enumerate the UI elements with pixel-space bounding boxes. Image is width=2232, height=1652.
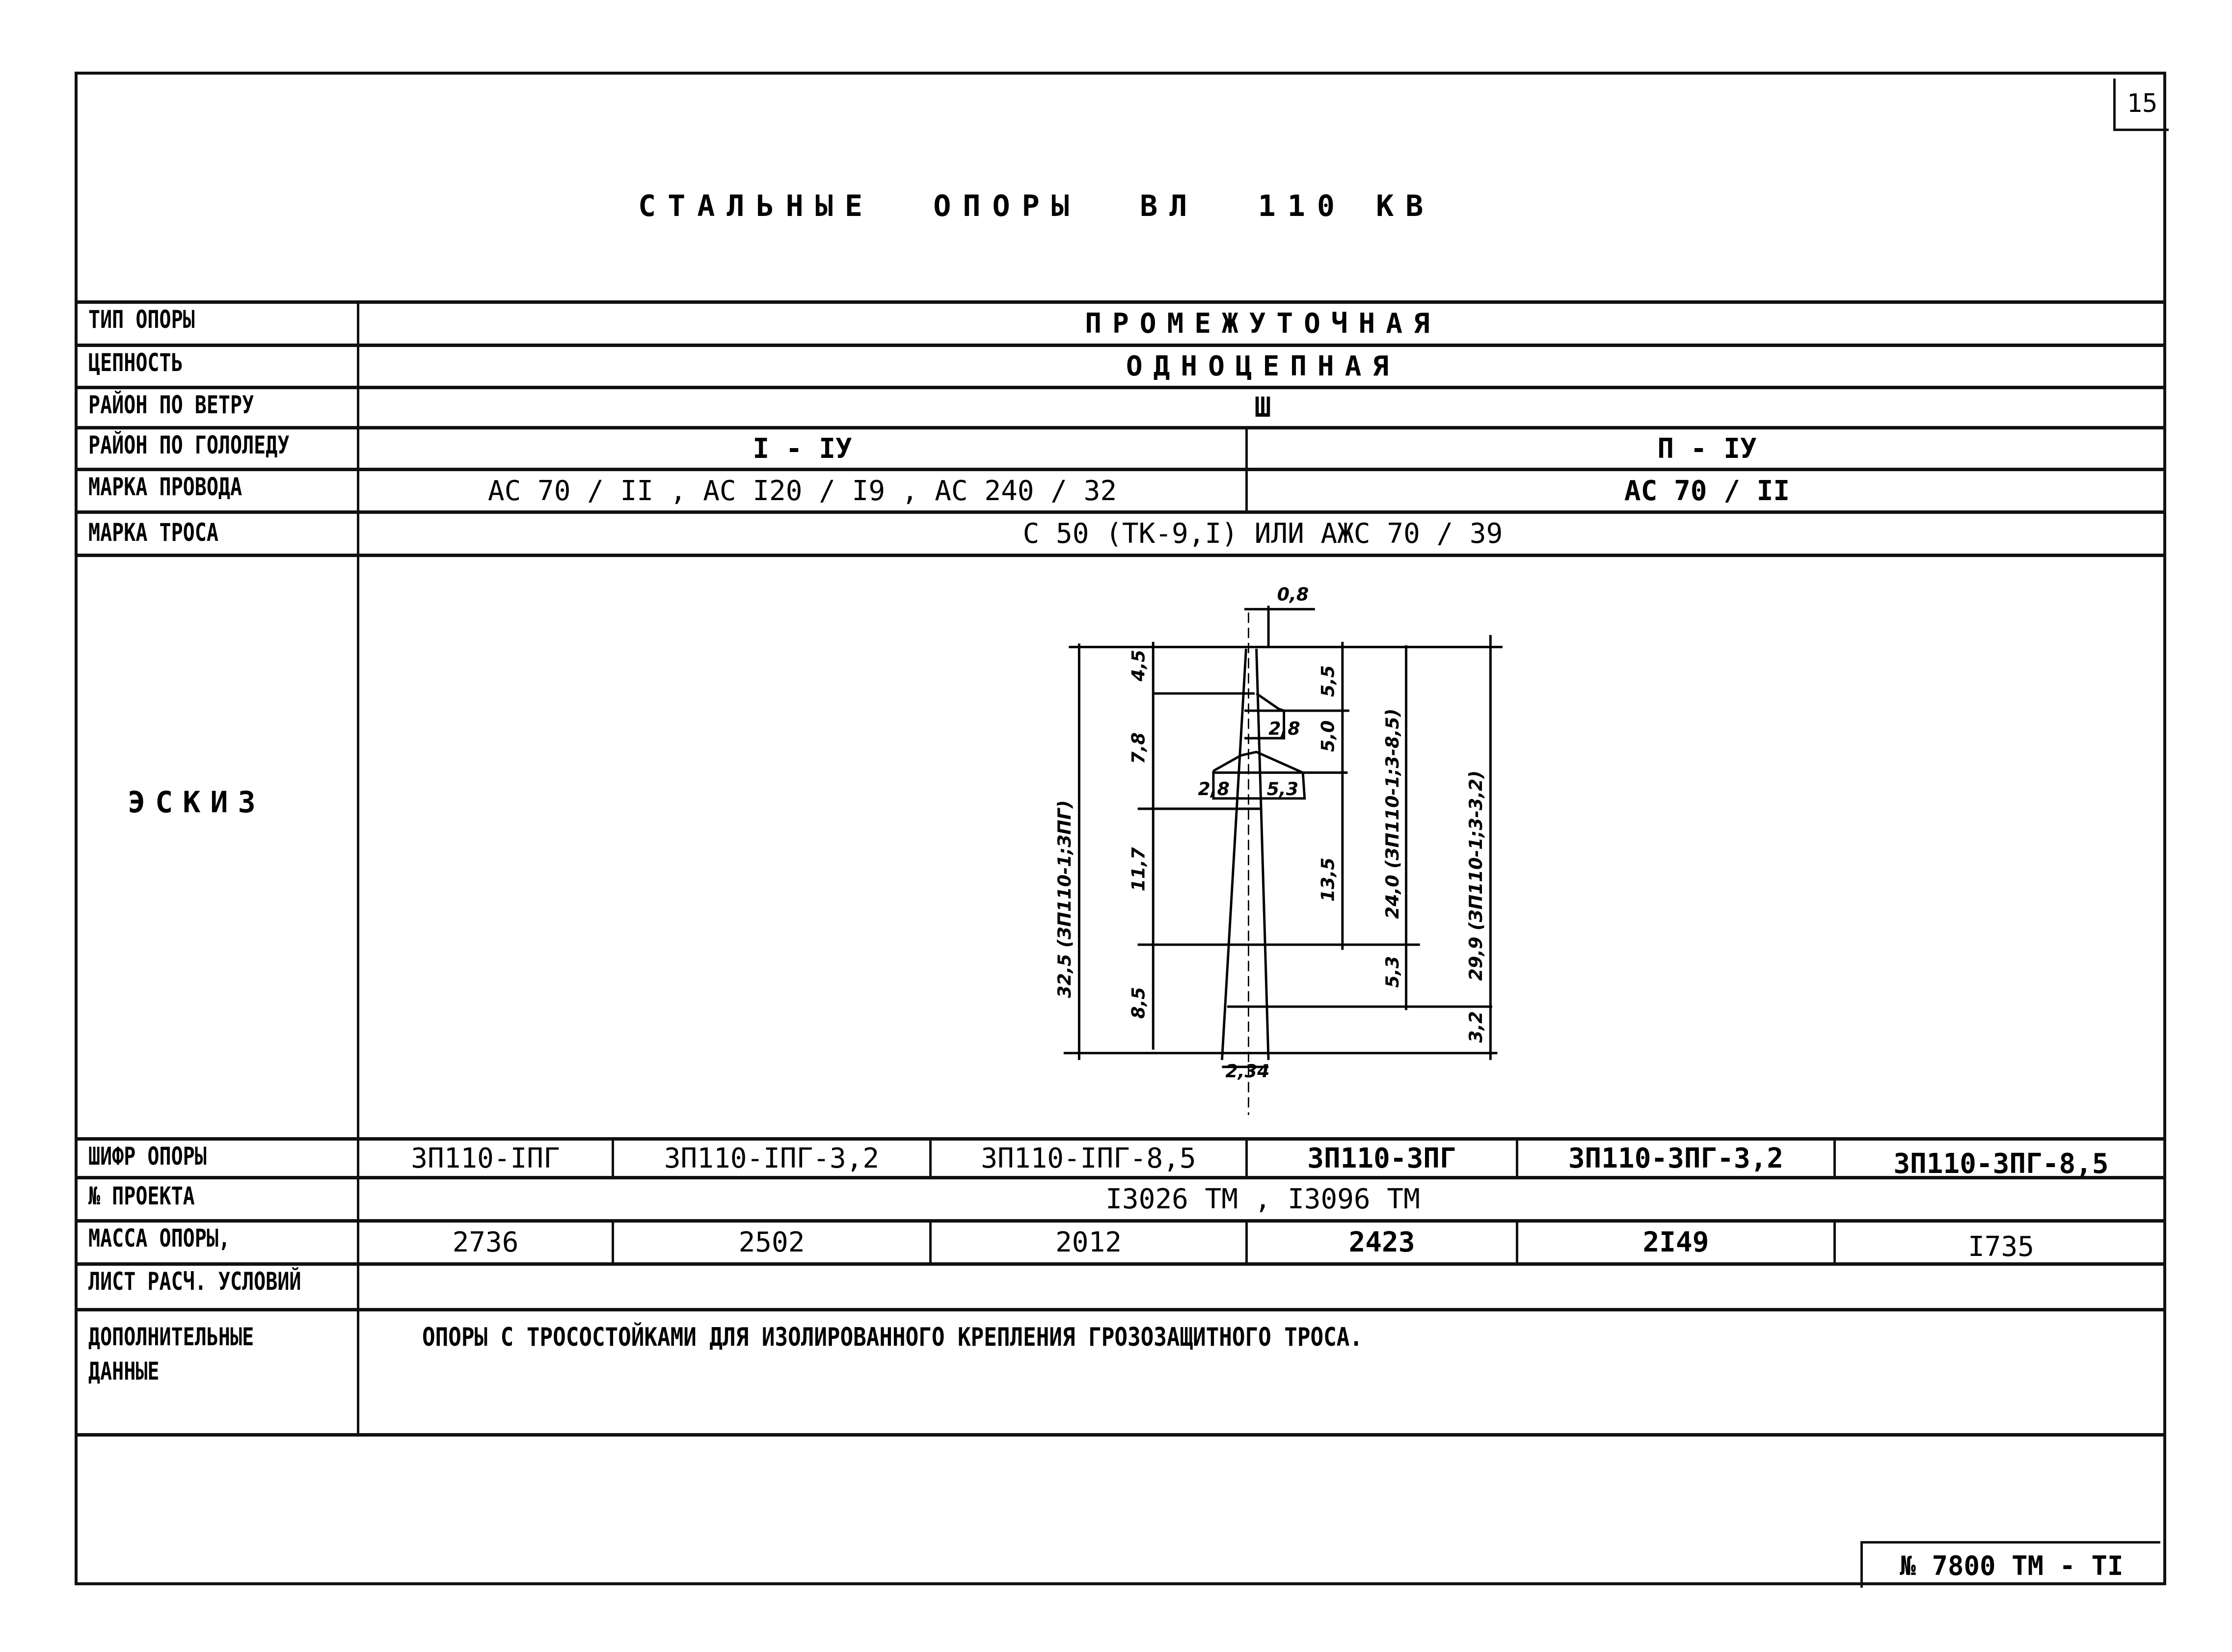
divider <box>75 1262 2166 1266</box>
divider <box>75 510 2166 514</box>
column-divider <box>1245 1137 1248 1176</box>
mass-cell: 2502 <box>738 1226 805 1258</box>
tower-leg <box>1255 648 1270 1060</box>
upper-arm <box>1244 692 1286 740</box>
divider <box>75 344 2166 347</box>
code-cell: 3П110-IПГ-8,5 <box>981 1142 1196 1174</box>
label-extra-1: ДОПОЛНИТЕЛЬНЫЕ <box>88 1323 254 1351</box>
divider <box>75 1137 2166 1141</box>
dim-total-height: 32,5 (ЗП110-1;ЗПГ) <box>1054 800 1075 998</box>
value-extra: ОПОРЫ С ТРОСОСТОЙКАМИ ДЛЯ ИЗОЛИРОВАННОГО… <box>422 1323 1363 1352</box>
dim-h299: 29,9 (ЗП110-1;3-3,2) <box>1465 771 1486 981</box>
dim-h53: 5,3 <box>1382 956 1403 988</box>
divider <box>75 426 2166 429</box>
label-sheet: ЛИСТ РАСЧ. УСЛОВИЙ <box>88 1267 301 1296</box>
column-divider <box>612 1219 614 1262</box>
dim-mid: 5,0 <box>1317 720 1338 752</box>
divider <box>75 1219 2166 1223</box>
column-divider <box>1833 1219 1836 1262</box>
code-cell: 3П110-3ПГ-8,5 <box>1893 1147 2109 1180</box>
code-cell: 3П110-3ПГ-3,2 <box>1568 1142 1784 1174</box>
label-wire: МАРКА ПРОВОДА <box>88 473 242 501</box>
value-cable: С 50 (ТК-9,I) ИЛИ АЖС 70 / 39 <box>1022 518 1503 550</box>
value-circuits: ОДНОЦЕПНАЯ <box>1126 350 1400 382</box>
dim-left: 4,5 <box>1128 650 1149 682</box>
dim-left: 8,5 <box>1128 987 1149 1019</box>
value-wind: Ш <box>1254 392 1271 424</box>
column-divider <box>1245 1219 1248 1262</box>
page-title: СТАЛЬНЫЕ ОПОРЫ ВЛ 110 КВ <box>638 189 1435 223</box>
tower-sketch: 0,8 2,34 2,8 2,8 5,3 4,5 7,8 11,7 8,5 32… <box>1054 584 1503 1115</box>
dim-left: 11,7 <box>1128 847 1149 892</box>
label-ice: РАЙОН ПО ГОЛОЛЕДУ <box>88 431 290 459</box>
code-cell: 3П110-3ПГ <box>1307 1142 1456 1174</box>
label-circuits: ЦЕПНОСТЬ <box>88 348 183 377</box>
document-stamp: № 7800 ТМ - ТI <box>1860 1541 2160 1588</box>
label-project: № ПРОЕКТА <box>88 1182 195 1210</box>
divider <box>75 468 2166 471</box>
value-ice-2: П - IУ <box>1657 432 1757 465</box>
label-cable: МАРКА ТРОСА <box>88 518 218 547</box>
dim-h32: 3,2 <box>1465 1011 1486 1043</box>
lower-arm <box>1212 750 1306 800</box>
divider <box>75 386 2166 389</box>
column-divider <box>1516 1219 1518 1262</box>
value-ice-1: I - IУ <box>753 432 852 465</box>
divider <box>75 1176 2166 1179</box>
dim-left: 7,8 <box>1128 732 1149 764</box>
label-wind: РАЙОН ПО ВЕТРУ <box>88 391 254 419</box>
label-mass: МАССА ОПОРЫ, <box>88 1224 230 1252</box>
column-divider <box>1833 1137 1836 1176</box>
column-divider <box>929 1219 932 1262</box>
divider <box>75 300 2166 304</box>
column-divider <box>1516 1137 1518 1176</box>
mass-cell: 2I49 <box>1642 1226 1709 1258</box>
column-divider <box>612 1137 614 1176</box>
divider <box>75 554 2166 557</box>
value-project: I3026 ТМ , I3096 ТМ <box>1105 1183 1420 1215</box>
label-sketch: ЭСКИЗ <box>128 785 266 820</box>
divider <box>75 1308 2166 1311</box>
dim-arm: 5,3 <box>1267 778 1299 799</box>
dim-arm: 2,8 <box>1198 778 1230 799</box>
column-divider <box>929 1137 932 1176</box>
value-sheet <box>359 1266 2166 1308</box>
column-divider <box>1245 426 1248 510</box>
mass-cell: I735 <box>1968 1231 2034 1263</box>
dim-base-width: 2,34 <box>1225 1061 1269 1082</box>
page-frame <box>75 72 2166 1585</box>
label-column-divider <box>357 300 359 1433</box>
dim-arm: 2,8 <box>1268 718 1300 739</box>
mass-cell: 2423 <box>1348 1226 1415 1258</box>
label-type: ТИП ОПОРЫ <box>88 305 195 334</box>
page-number: 15 <box>2113 79 2169 131</box>
divider <box>75 1433 2166 1437</box>
dim-top-width: 0,8 <box>1277 584 1309 605</box>
tower-leg <box>1220 648 1247 1060</box>
dim-mid: 13,5 <box>1317 857 1338 902</box>
mass-cell: 2012 <box>1055 1226 1122 1258</box>
dim-mid: 5,5 <box>1317 665 1338 697</box>
value-wire-1: АС 70 / II , АС I20 / I9 , АС 240 / 32 <box>487 475 1117 507</box>
code-cell: 3П110-IПГ <box>411 1142 560 1174</box>
mass-cell: 2736 <box>452 1226 519 1258</box>
label-code: ШИФР ОПОРЫ <box>88 1142 207 1171</box>
value-wire-2: АС 70 / II <box>1624 475 1790 507</box>
label-extra-2: ДАННЫЕ <box>88 1357 160 1386</box>
dim-h24: 24,0 (ЗП110-1;3-8,5) <box>1382 709 1403 919</box>
code-cell: 3П110-IПГ-3,2 <box>664 1142 880 1174</box>
value-type: ПРОМЕЖУТОЧНАЯ <box>1085 308 1441 340</box>
